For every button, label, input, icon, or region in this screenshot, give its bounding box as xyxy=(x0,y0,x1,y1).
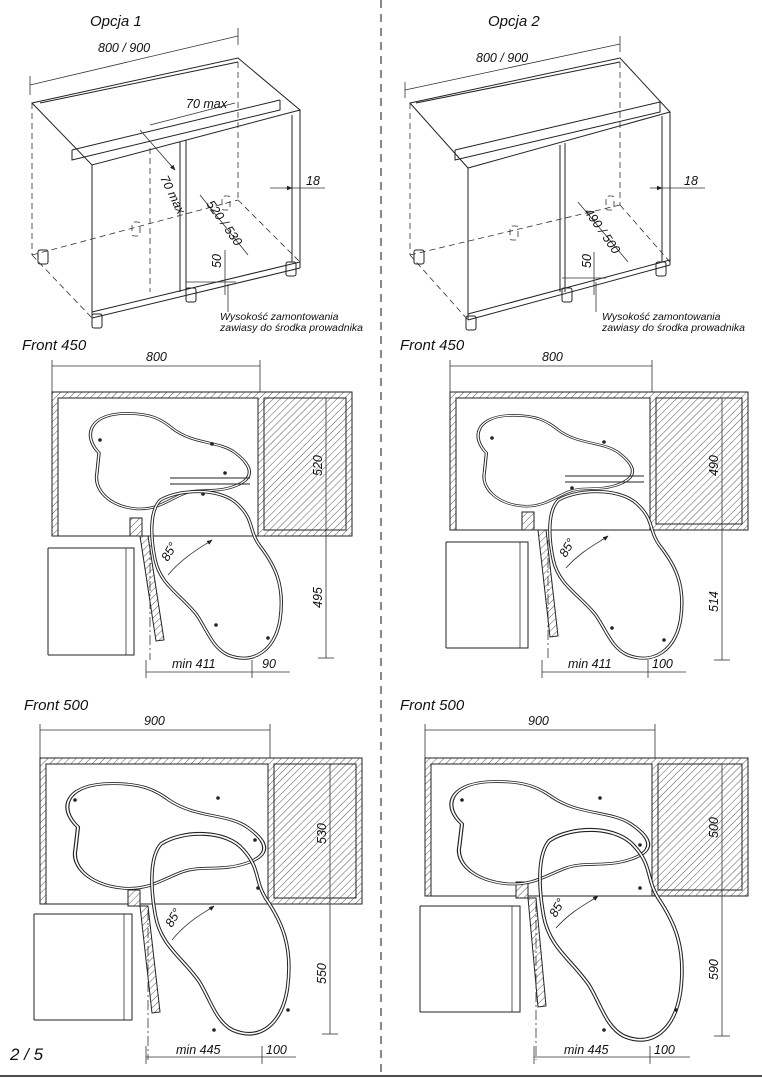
plan-front-label: 495 xyxy=(311,587,325,608)
opcja1-cabinet-view: Opcja 1 800 / 900 70 max xyxy=(29,13,363,334)
opcja1-board-label: 18 xyxy=(306,174,320,188)
opcja2-note-line1: Wysokość zamontowania xyxy=(602,311,721,323)
plan-width-label: 900 xyxy=(528,714,549,728)
opcja2-cabinet-view: Opcja 2 800 / 900 490 / 500 18 50 xyxy=(404,13,745,334)
opcja1-max-top-label: 70 max xyxy=(186,97,228,111)
plan-front500-opt2: Front 500 900 85° 500 590 min 445 100 xyxy=(400,697,749,1064)
plan-min-label: min 445 xyxy=(176,1043,221,1057)
page-number: 2 / 5 xyxy=(9,1045,44,1064)
plan-offset-label: 100 xyxy=(652,657,673,671)
plan-angle-label: 85° xyxy=(162,906,184,929)
plan-offset-label: 90 xyxy=(262,657,276,671)
opcja1-title: Opcja 1 xyxy=(90,13,142,30)
plan-title: Front 450 xyxy=(400,337,465,354)
plan-front-label: 514 xyxy=(707,591,721,612)
plan-title: Front 500 xyxy=(400,697,465,714)
plan-width-label: 800 xyxy=(146,350,167,364)
plan-side-label: 500 xyxy=(707,817,721,838)
plan-min-label: min 411 xyxy=(172,657,216,671)
opcja2-board-label: 18 xyxy=(684,174,698,188)
plan-width-label: 900 xyxy=(144,714,165,728)
plan-angle-label: 85° xyxy=(158,540,180,563)
plan-min-label: min 445 xyxy=(564,1043,609,1057)
plan-min-label: min 411 xyxy=(568,657,612,671)
plan-front500-opt1: Front 500 900 85° 530 550 min 445 100 xyxy=(24,697,363,1064)
plan-width-label: 800 xyxy=(542,350,563,364)
plan-title: Front 450 xyxy=(22,337,87,354)
plan-side-label: 530 xyxy=(315,823,329,844)
plan-front-label: 590 xyxy=(707,959,721,980)
opcja1-note-line2: zawiasy do środka prowadnika xyxy=(219,322,363,334)
plan-front-label: 550 xyxy=(315,963,329,984)
opcja2-depth-label: 490 / 500 xyxy=(582,206,623,257)
plan-angle-label: 85° xyxy=(546,896,568,919)
opcja2-width-label: 800 / 900 xyxy=(476,51,528,65)
plan-title: Front 500 xyxy=(24,697,89,714)
opcja2-title: Opcja 2 xyxy=(488,13,540,30)
plan-angle-label: 85° xyxy=(556,536,578,559)
opcja2-note-line2: zawiasy do środka prowadnika xyxy=(601,322,745,334)
plan-front450-opt1: Front 450 800 85° 520 495 xyxy=(22,337,353,678)
opcja1-note-line1: Wysokość zamontowania xyxy=(220,311,339,323)
opcja2-hinge-label: 50 xyxy=(580,254,594,268)
plan-offset-label: 100 xyxy=(654,1043,675,1057)
plan-front450-opt2: Front 450 800 85° 490 514 min 411 10 xyxy=(400,337,749,678)
opcja1-hinge-label: 50 xyxy=(210,254,224,268)
opcja1-width-label: 800 / 900 xyxy=(98,41,150,55)
plan-side-label: 490 xyxy=(707,455,721,476)
plan-offset-label: 100 xyxy=(266,1043,287,1057)
opcja1-depth-label: 520 / 530 xyxy=(204,198,245,249)
plan-side-label: 520 xyxy=(311,455,325,476)
opcja1-max-side-label: 70 max xyxy=(157,173,188,217)
